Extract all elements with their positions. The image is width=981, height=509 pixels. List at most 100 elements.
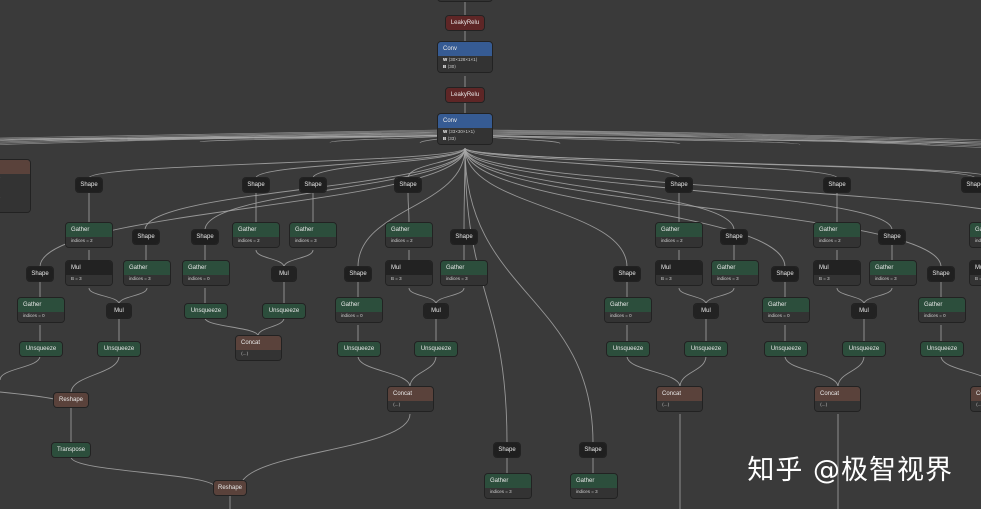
node-type-label: Mul	[66, 261, 112, 275]
unsqueeze-node[interactable]: Unsqueeze	[921, 342, 963, 356]
shape-node[interactable]: Shape	[721, 230, 747, 244]
shape-node[interactable]: Shape	[76, 178, 102, 192]
shape-node[interactable]: Shape	[395, 178, 421, 192]
node-attribute: ⟨...⟩	[241, 351, 249, 356]
shape-node[interactable]: Shape	[243, 178, 269, 192]
unsqueeze-node[interactable]: Unsqueeze	[98, 342, 140, 356]
unsqueeze-node[interactable]: Unsqueeze	[607, 342, 649, 356]
concat-node[interactable]: Concat⟨...⟩	[971, 387, 981, 411]
mul-node[interactable]: Mul	[107, 304, 131, 318]
shape-node[interactable]: Shape	[928, 267, 954, 281]
partial-node[interactable]: s ⟨1⟩⟨1⟩⟨1⟩s ⟨1⟩	[0, 160, 30, 212]
shape-node[interactable]: Shape	[666, 178, 692, 192]
leaky-node[interactable]: LeakyRelu	[446, 16, 484, 30]
shape-node[interactable]: Shape	[879, 230, 905, 244]
node-attribute: indices = 3	[295, 238, 317, 243]
mul-node[interactable]: Mul	[694, 304, 718, 318]
shape-node[interactable]: Shape	[614, 267, 640, 281]
graph-edge	[255, 147, 466, 179]
mul-node[interactable]: Mul	[852, 304, 876, 318]
leaky-node[interactable]: LeakyRelu	[446, 88, 484, 102]
node-attribute: indices = 2	[661, 238, 683, 243]
graph-edge	[491, 132, 981, 145]
node-type-label: Gather	[763, 298, 809, 312]
unsqueeze-node[interactable]: Unsqueeze	[685, 342, 727, 356]
node-type-label: Gather	[485, 474, 531, 488]
partial-node[interactable]: B ⟨30⟩	[438, 0, 492, 1]
graph-edge	[863, 287, 893, 305]
node-attribute: indices = 3	[875, 276, 897, 281]
node-type-label: Shape	[494, 443, 520, 457]
shape-node[interactable]: Shape	[300, 178, 326, 192]
node-type-label: Shape	[614, 267, 640, 281]
shape-node[interactable]: Shape	[345, 267, 371, 281]
unsqueeze-node[interactable]: Unsqueeze	[185, 304, 227, 318]
node-type-label: Gather	[571, 474, 617, 488]
shape-node[interactable]: Shape	[494, 443, 520, 457]
node-type-label: Mul	[694, 304, 718, 318]
node-attributes: indices = 3	[712, 275, 758, 285]
concat-node[interactable]: Concat⟨...⟩	[388, 387, 433, 411]
shape-node[interactable]: Shape	[962, 178, 981, 192]
unsqueeze-node[interactable]: Unsqueeze	[415, 342, 457, 356]
shape-node[interactable]: Shape	[27, 267, 53, 281]
unsqueeze-node[interactable]: Unsqueeze	[843, 342, 885, 356]
mul-node[interactable]: Mul	[272, 267, 296, 281]
node-attributes: indices = 2	[233, 237, 279, 247]
node-attributes: s ⟨1⟩⟨1⟩⟨1⟩s ⟨1⟩	[0, 174, 30, 212]
node-attributes: indices = 0	[605, 312, 651, 322]
watermark: 知乎 @极智视界	[747, 455, 953, 486]
reshape-node[interactable]: Reshape	[54, 393, 88, 407]
shape-node[interactable]: Shape	[133, 230, 159, 244]
shape-node[interactable]: Shape	[192, 230, 218, 244]
graph-edge	[705, 287, 735, 305]
mul-node[interactable]: Mul	[424, 304, 448, 318]
transpose-node[interactable]: Transpose	[52, 443, 90, 457]
node-type-label: Mul	[107, 304, 131, 318]
graph-edge	[407, 191, 410, 224]
node-type-label: Concat	[236, 336, 281, 350]
shape-node[interactable]: Shape	[824, 178, 850, 192]
node-type-label: Gather	[814, 223, 860, 237]
concat-node[interactable]: Concat⟨...⟩	[815, 387, 860, 411]
unsqueeze-node[interactable]: Unsqueeze	[338, 342, 380, 356]
shape-node[interactable]: Shape	[580, 443, 606, 457]
concat-node[interactable]: Concat⟨...⟩	[236, 336, 281, 360]
shape-node[interactable]: Shape	[772, 267, 798, 281]
unsqueeze-node[interactable]: Unsqueeze	[20, 342, 62, 356]
unsqueeze-node[interactable]: Unsqueeze	[263, 304, 305, 318]
graph-edge	[409, 355, 437, 388]
unsqueeze-node[interactable]: Unsqueeze	[765, 342, 807, 356]
concat-node[interactable]: Concat⟨...⟩	[657, 387, 702, 411]
reshape-node[interactable]: Reshape	[214, 481, 246, 495]
shape-node[interactable]: Shape	[451, 230, 477, 244]
node-attributes: indices = 2	[814, 237, 860, 247]
